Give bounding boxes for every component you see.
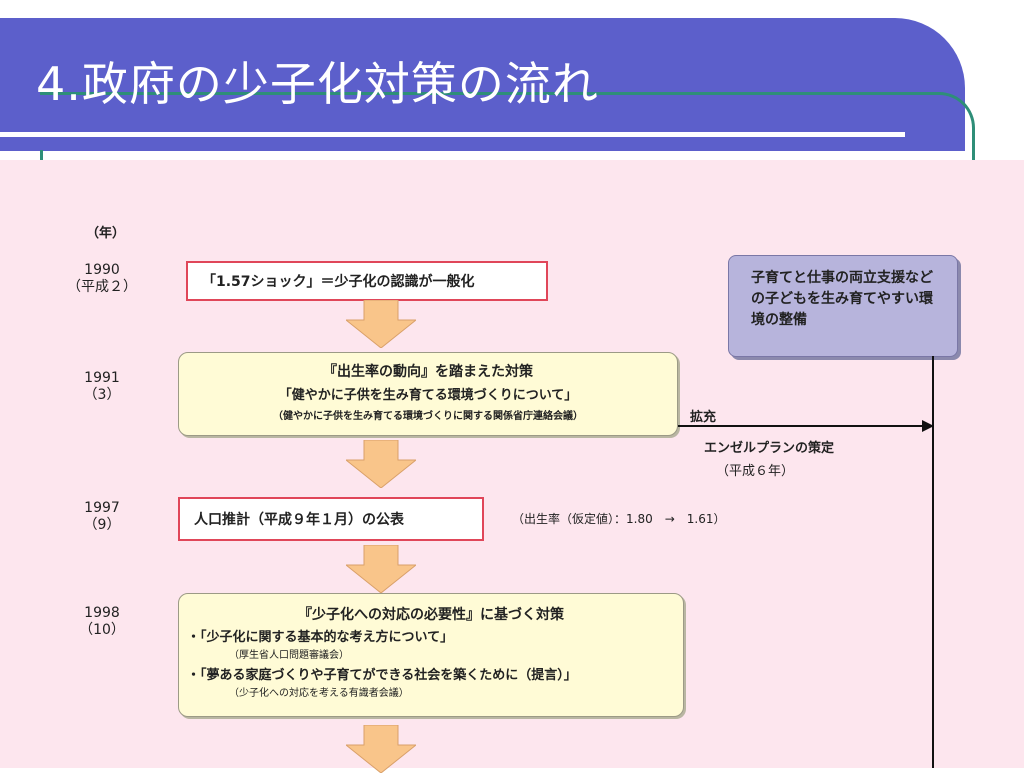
- event-box-1997: 人口推計（平成９年１月）の公表: [178, 497, 484, 541]
- era-value: （10）: [79, 622, 125, 638]
- policy-item-1: ・「少子化に関する基本的な考え方について」: [187, 630, 454, 645]
- year-value: 1991: [84, 370, 120, 386]
- policy-note: （健やかに子供を生み育てる環境づくりに関する関係省庁連絡会議）: [273, 411, 583, 422]
- year-1998: 1998 （10）: [62, 605, 142, 639]
- event-text: 人口推計（平成９年１月）の公表: [194, 512, 404, 528]
- year-value: 1990: [84, 262, 120, 278]
- year-value: 1997: [84, 500, 120, 516]
- event-box-1990: 「1.57ショック」＝少子化の認識が一般化: [186, 261, 548, 301]
- year-1997: 1997 （9）: [62, 500, 142, 534]
- era-value: （3）: [83, 387, 121, 403]
- title-underline: [0, 132, 905, 137]
- expand-connector-line: [678, 425, 926, 427]
- arrow-right-icon: [922, 420, 934, 432]
- expand-label: 拡充: [690, 410, 717, 425]
- down-arrow-icon: [346, 300, 416, 348]
- era-value: （平成２）: [67, 279, 137, 295]
- side-goal-box: 子育てと仕事の両立支援などの子どもを生み育てやすい環境の整備: [728, 255, 958, 357]
- slide-title-bar: [0, 18, 965, 151]
- year-1990: 1990 （平成２）: [62, 262, 142, 296]
- angel-plan-year: （平成６年）: [716, 464, 795, 479]
- event-text: 「1.57ショック」＝少子化の認識が一般化: [202, 274, 475, 290]
- year-value: 1998: [84, 605, 120, 621]
- year-unit-label: （年）: [86, 226, 126, 241]
- decorative-frame: [40, 92, 975, 215]
- policy-title: 『少子化への対応の必要性』に基づく対策: [298, 607, 564, 623]
- birthrate-aside: （出生率（仮定値）：1.80 → 1.61）: [512, 512, 726, 526]
- era-value: （9）: [83, 517, 121, 533]
- policy-item-2: ・「夢ある家庭づくりや子育てができる社会を築くために（提言）」: [187, 668, 577, 683]
- policy-box-1991: 『出生率の動向』を踏まえた対策 「健やかに子供を生み育てる環境づくりについて」 …: [178, 352, 678, 436]
- down-arrow-icon: [346, 545, 416, 593]
- year-1991: 1991 （3）: [62, 370, 142, 404]
- policy-box-1998: 『少子化への対応の必要性』に基づく対策 ・「少子化に関する基本的な考え方について…: [178, 593, 684, 717]
- policy-subtitle: 「健やかに子供を生み育てる環境づくりについて」: [278, 388, 578, 403]
- side-goal-text: 子育てと仕事の両立支援などの子どもを生み育てやすい環境の整備: [751, 270, 933, 328]
- timeline-vertical-line: [932, 356, 934, 768]
- angel-plan-label: エンゼルプランの策定: [704, 441, 835, 456]
- policy-item-1-note: （厚生省人口問題審議会）: [229, 650, 349, 661]
- slide-title: 4.政府の少子化対策の流れ: [36, 57, 599, 111]
- down-arrow-icon: [346, 725, 416, 773]
- policy-item-2-note: （少子化への対応を考える有識者会議）: [229, 688, 409, 699]
- policy-title: 『出生率の動向』を踏まえた対策: [323, 364, 533, 380]
- down-arrow-icon: [346, 440, 416, 488]
